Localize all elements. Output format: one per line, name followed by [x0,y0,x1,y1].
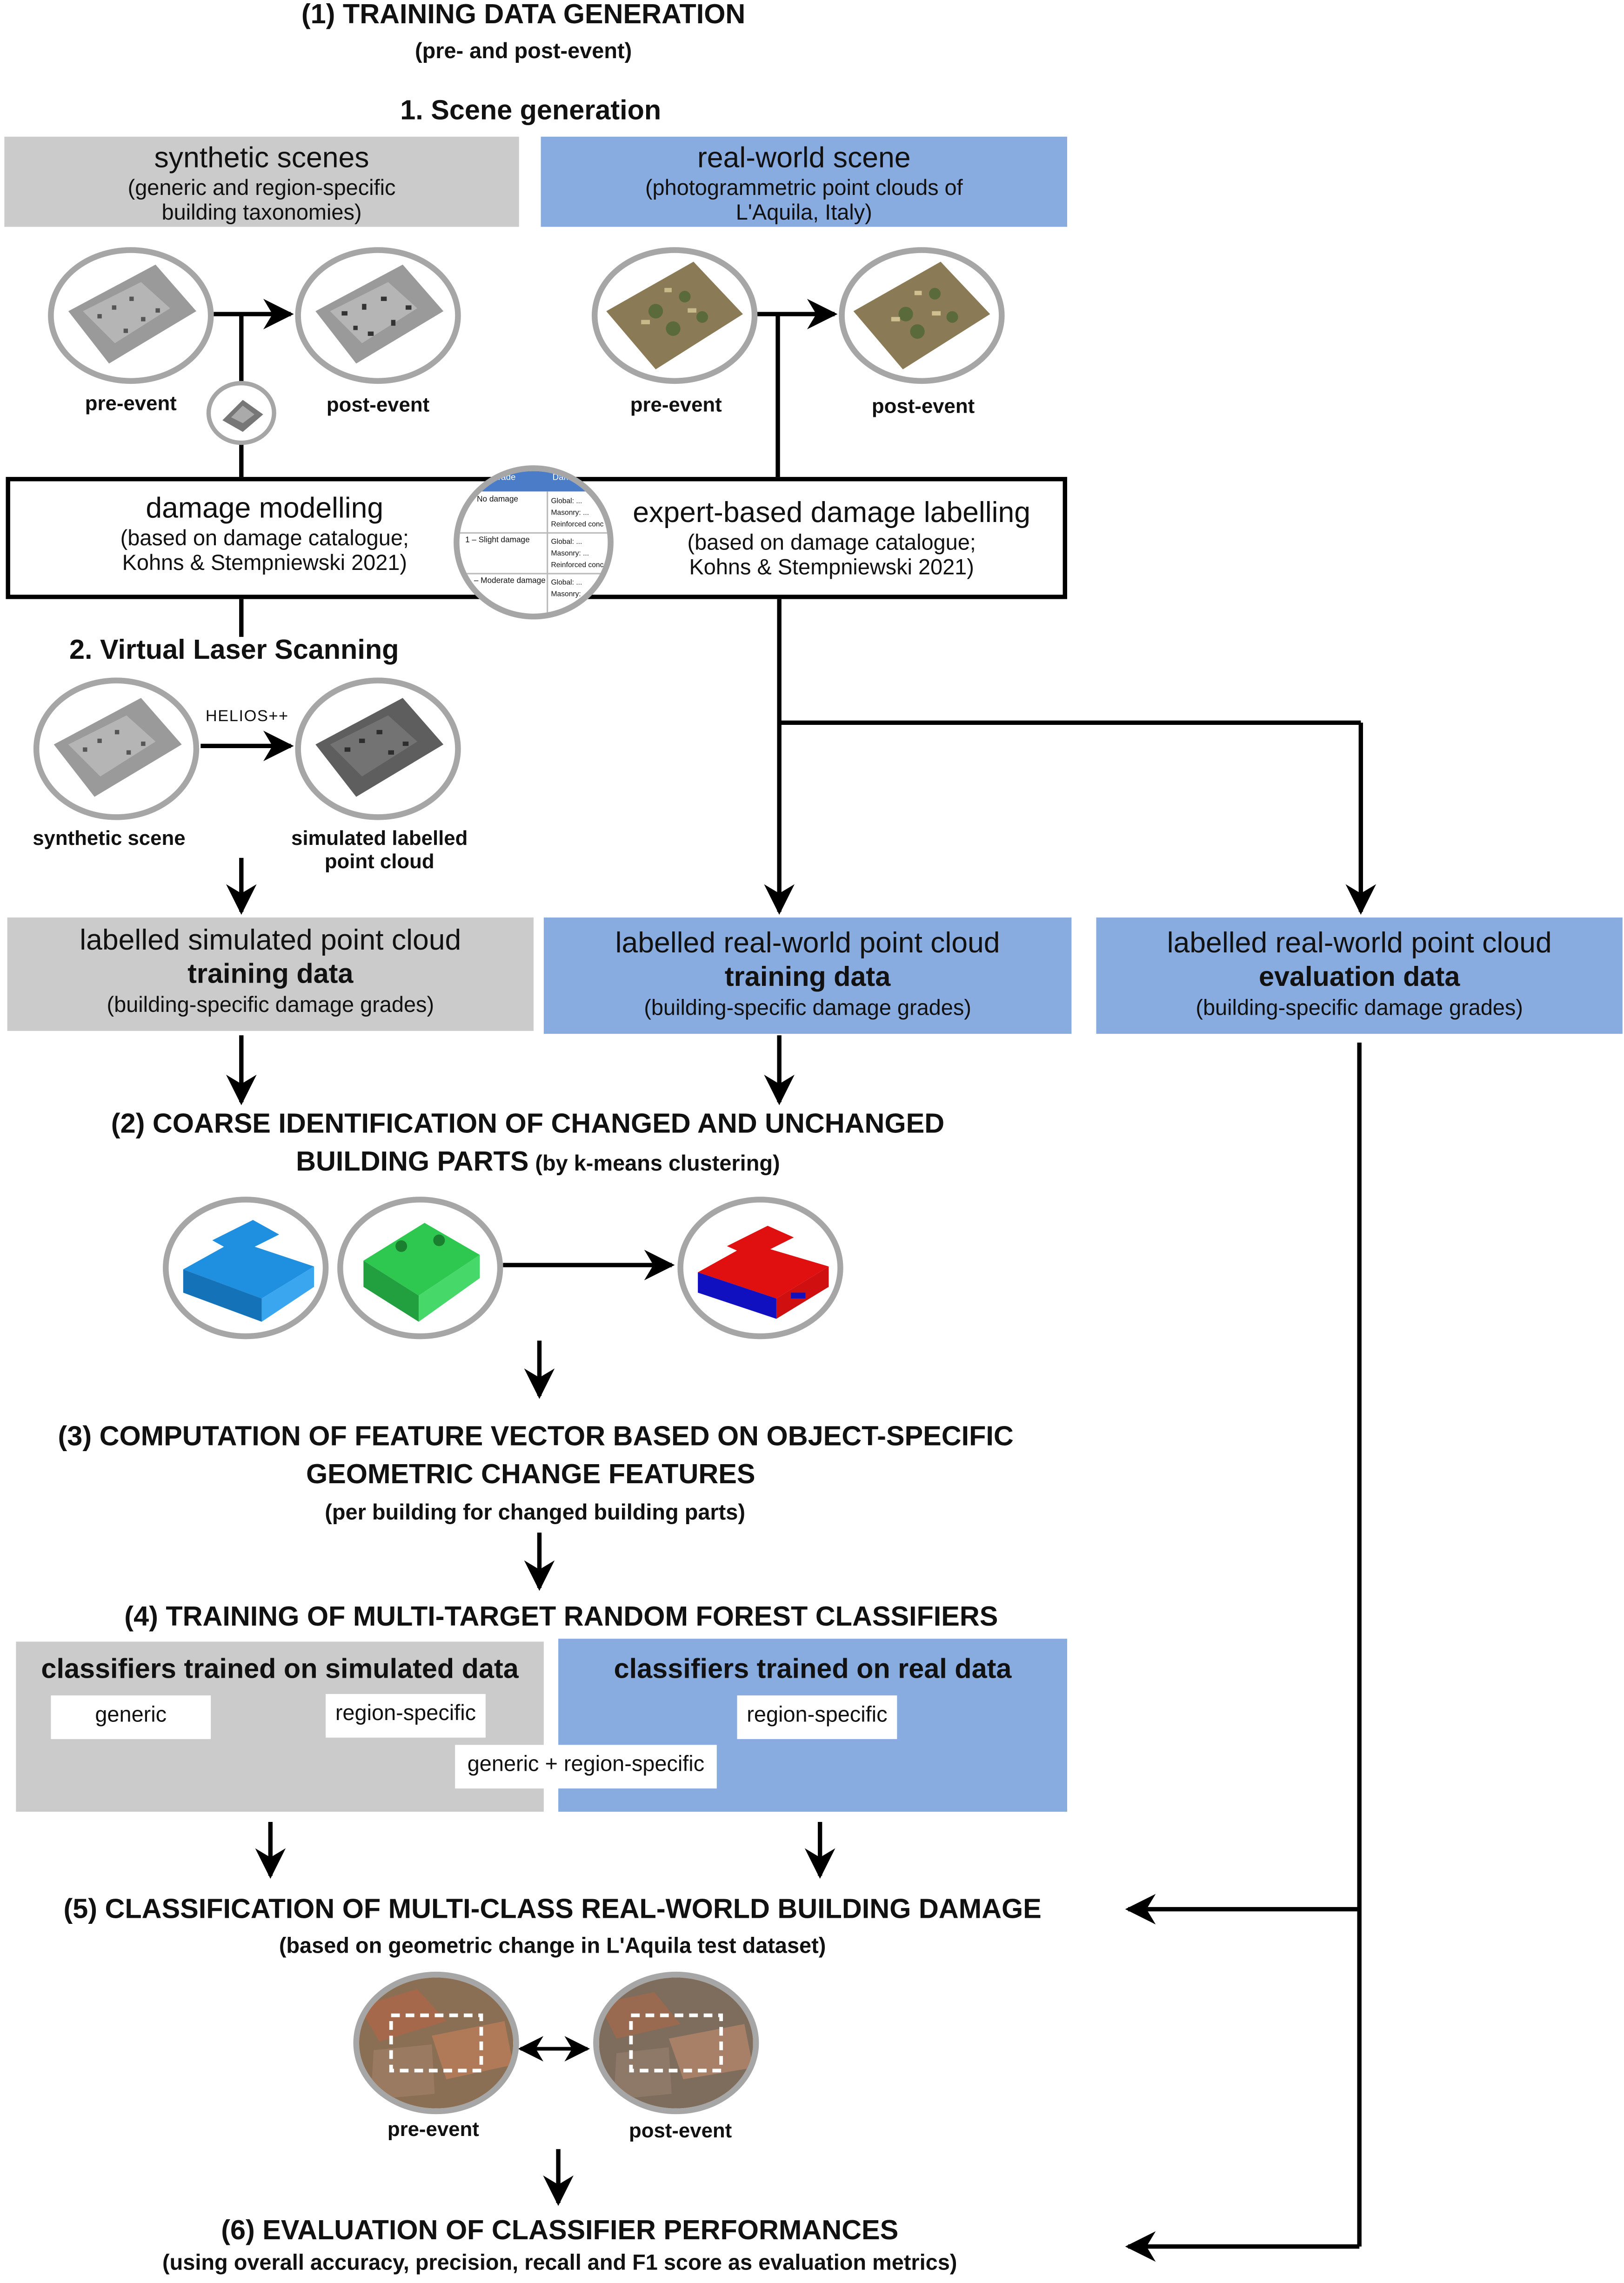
vls-title: 2. Virtual Laser Scanning [69,635,399,666]
section-5-line-1: (5) CLASSIFICATION OF MULTI-CLASS REAL-W… [63,1895,1042,1925]
real-evaluation-data-box: labelled real-world point cloud evaluati… [1096,917,1623,1034]
lasquila-pre-event-label: pre-event [387,2117,479,2141]
section-1-subtitle: (pre- and post-event) [414,39,632,64]
real-evaluation-line-1: labelled real-world point cloud [1167,927,1552,960]
section-3-line-2: GEOMETRIC CHANGE FEATURES [306,1460,755,1491]
simulated-cloud-label-1: simulated labelled [291,826,468,850]
real-classifiers-title: classifiers trained on real data [614,1654,1012,1686]
vls-synthetic-scene-image [33,677,200,820]
change-detection-result-image [677,1197,843,1339]
section-2-line-1: (2) COARSE IDENTIFICATION OF CHANGED AND… [111,1109,945,1140]
real-training-line-1: labelled real-world point cloud [615,927,1000,960]
damaged-building-icon [206,381,276,445]
damage-modelling-desc-1: (based on damage catalogue; [120,526,409,551]
section-2-line-2: BUILDING PARTS (by k-means clustering) [296,1147,780,1178]
generic-chip: generic [51,1695,211,1739]
synthetic-pre-event-image [48,247,214,384]
helios-logo: HELIOS++ [205,708,289,726]
vls-simulated-cloud-image [295,677,461,820]
damage-modelling-title: damage modelling [146,493,384,525]
post-event-point-cloud-image [337,1197,503,1339]
section-1-title: (1) TRAINING DATA GENERATION [301,0,746,31]
synthetic-post-event-image [295,247,461,384]
real-evaluation-line-2: evaluation data [1258,962,1460,993]
lasquila-post-event-image [593,1971,759,2115]
section-6-line-1: (6) EVALUATION OF CLASSIFIER PERFORMANCE… [221,2216,899,2247]
real-world-scene-title: real-world scene [697,142,911,175]
real-training-line-2: training data [724,962,891,993]
synthetic-pre-event-label: pre-event [85,391,177,415]
simulated-training-line-1: labelled simulated point cloud [80,924,461,957]
simulated-classifiers-title: classifiers trained on simulated data [41,1654,519,1686]
real-region-specific-chip: region-specific [737,1695,897,1739]
generic-region-specific-chip: generic + region-specific [455,1745,717,1789]
synthetic-scenes-desc-1: (generic and region-specific [127,176,396,201]
section-3-line-3: (per building for changed building parts… [325,1500,745,1526]
simulated-training-line-2: training data [187,959,354,991]
simulated-cloud-label-2: point cloud [324,849,434,873]
section-6-line-2: (using overall accuracy, precision, reca… [162,2250,957,2276]
pre-event-point-cloud-image [163,1197,329,1339]
scene-generation-title: 1. Scene generation [400,96,662,127]
synthetic-scenes-box: synthetic scenes (generic and region-spe… [4,136,519,227]
real-evaluation-line-3: (building-specific damage grades) [1196,996,1523,1021]
real-training-data-box: labelled real-world point cloud training… [543,917,1072,1034]
real-training-line-3: (building-specific damage grades) [644,996,971,1021]
damage-modelling-text: damage modelling (based on damage catalo… [83,493,446,576]
real-pre-event-image [591,247,758,384]
synthetic-post-event-label: post-event [326,392,430,416]
section-4-title: (4) TRAINING OF MULTI-TARGET RANDOM FORE… [124,1602,998,1633]
real-post-event-image [839,247,1005,384]
damage-catalogue-thumbnail: Grade Dama No damage 1 – Slight damage –… [454,465,614,620]
synthetic-scenes-desc-2: building taxonomies) [161,201,362,226]
damage-labelling-text: expert-based damage labelling (based on … [612,497,1051,580]
damage-labelling-title: expert-based damage labelling [633,497,1031,529]
real-post-event-label: post-event [871,394,975,417]
damage-labelling-desc-1: (based on damage catalogue; [687,530,976,556]
real-world-scene-box: real-world scene (photogrammetric point … [541,136,1067,227]
region-specific-chip: region-specific [326,1694,486,1738]
simulated-training-line-3: (building-specific damage grades) [107,993,434,1018]
damage-modelling-desc-2: Kohns & Stempniewski 2021) [122,551,407,576]
real-world-scene-desc-1: (photogrammetric point clouds of [645,176,963,201]
real-pre-event-label: pre-event [630,392,722,416]
simulated-training-data-box: labelled simulated point cloud training … [7,917,534,1031]
lasquila-pre-event-image [353,1971,519,2115]
real-world-scene-desc-2: L'Aquila, Italy) [735,201,872,226]
section-5-line-2: (based on geometric change in L'Aquila t… [279,1934,826,1959]
synthetic-scenes-title: synthetic scenes [154,142,369,175]
lasquila-post-event-label: post-event [628,2118,732,2142]
damage-labelling-desc-2: Kohns & Stempniewski 2021) [689,555,974,580]
section-3-line-1: (3) COMPUTATION OF FEATURE VECTOR BASED … [58,1422,1014,1453]
synthetic-scene-label: synthetic scene [33,826,186,850]
